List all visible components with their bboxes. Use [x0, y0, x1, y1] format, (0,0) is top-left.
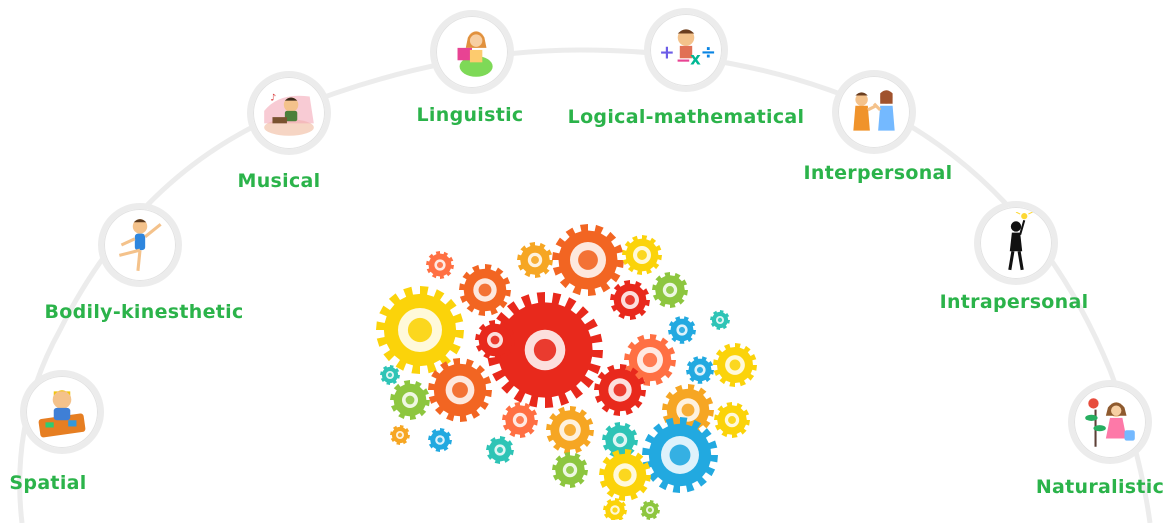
label-intrapersonal: Intrapersonal	[939, 291, 1089, 313]
bodily-kinesthetic-icon	[98, 203, 182, 287]
gear	[714, 402, 750, 438]
gear	[603, 498, 627, 520]
node-naturalistic: Naturalistic	[1036, 380, 1164, 498]
gear	[640, 500, 660, 520]
gear-brain-icon	[376, 224, 757, 520]
label-linguistic: Linguistic	[416, 104, 524, 126]
svg-text:+: +	[659, 42, 675, 63]
gear	[486, 436, 514, 464]
gear	[390, 425, 410, 445]
label-interpersonal: Interpersonal	[803, 162, 953, 184]
label-bodily-kinesthetic: Bodily-kinesthetic	[44, 301, 244, 323]
label-logical-mathematical: Logical-mathematical	[567, 106, 805, 128]
gear	[610, 280, 650, 320]
node-spatial: Spatial	[9, 370, 104, 494]
node-bodily-kinesthetic: Bodily-kinesthetic	[44, 203, 243, 323]
spatial-icon	[20, 370, 104, 454]
gear	[602, 422, 638, 458]
gear	[428, 358, 492, 422]
svg-text:÷: ÷	[700, 42, 716, 63]
gear	[459, 264, 511, 316]
node-interpersonal: Interpersonal	[804, 70, 952, 184]
svg-text:−: −	[676, 51, 692, 72]
node-linguistic: Linguistic	[417, 10, 523, 126]
naturalistic-icon	[1068, 380, 1152, 464]
gear	[713, 343, 757, 387]
node-intrapersonal: Intrapersonal	[940, 201, 1088, 313]
gear	[622, 235, 662, 275]
label-spatial: Spatial	[9, 472, 87, 494]
gear	[517, 242, 553, 278]
gear	[594, 364, 646, 416]
gear	[642, 417, 718, 493]
gear	[710, 310, 730, 330]
gear	[599, 449, 651, 501]
gear	[426, 251, 454, 279]
linguistic-icon	[430, 10, 514, 94]
logical-mathematical-icon: + − x ÷	[644, 8, 728, 92]
gear	[546, 406, 594, 454]
label-musical: Musical	[237, 170, 321, 192]
gear	[487, 292, 603, 408]
gear	[552, 452, 588, 488]
gear	[668, 316, 696, 344]
intrapersonal-icon	[974, 201, 1058, 285]
gear	[662, 384, 714, 436]
gear	[390, 380, 430, 420]
gear	[380, 365, 400, 385]
node-musical: ♪ Musical	[238, 71, 331, 192]
svg-text:♪: ♪	[270, 93, 276, 104]
gear	[686, 356, 714, 384]
gear	[376, 286, 464, 374]
interpersonal-icon	[832, 70, 916, 154]
node-logical-mathematical: + − x ÷ Logical-mathematical	[568, 8, 804, 128]
gear	[502, 402, 538, 438]
gear	[652, 272, 688, 308]
gear	[552, 224, 624, 296]
musical-icon: ♪	[247, 71, 331, 155]
gear	[428, 428, 452, 452]
label-naturalistic: Naturalistic	[1035, 476, 1165, 498]
svg-text:x: x	[690, 49, 701, 68]
gear	[475, 320, 515, 360]
